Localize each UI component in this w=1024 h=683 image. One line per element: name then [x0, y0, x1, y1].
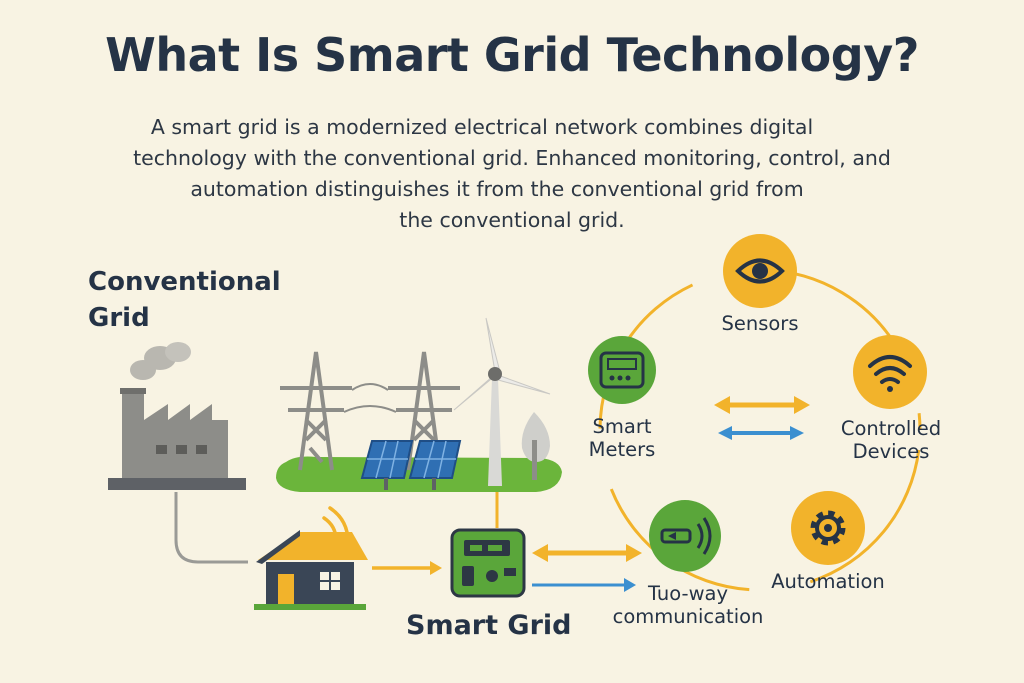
solar-panel-icon [360, 440, 462, 490]
wind-turbine-icon [453, 317, 551, 486]
meter-communication-arrows [532, 544, 642, 592]
factory-connector-line [174, 492, 248, 564]
center-exchange-arrows [714, 396, 810, 440]
signal-icon [660, 517, 712, 555]
intro-line-3: automation distinguishes it from the con… [190, 177, 804, 201]
two-way-label: Tuo-way communication [612, 582, 764, 628]
intro-paragraph: A smart grid is a modernized electrical … [60, 112, 964, 236]
controlled-devices-node [853, 335, 927, 409]
automation-label: Automation [771, 570, 885, 593]
eye-icon [735, 258, 785, 284]
factory-icon [108, 342, 246, 490]
intro-line-4: the conventional grid. [399, 208, 625, 232]
house-icon [254, 506, 368, 610]
sensors-label: Sensors [721, 312, 799, 335]
intro-line-2: technology with the conventional grid. E… [133, 146, 891, 170]
sensors-node [723, 234, 797, 308]
wifi-icon [868, 355, 912, 392]
meter-icon [599, 351, 645, 389]
controlled-devices-label: Controlled Devices [840, 417, 942, 463]
intro-line-1: A smart grid is a modernized electrical … [150, 115, 814, 139]
house-to-meter-arrow [372, 561, 442, 575]
smart-meters-label: Smart Meters [588, 415, 656, 461]
smart-meter-device-icon [450, 528, 526, 598]
gear-icon [810, 510, 846, 546]
tree-icon [521, 412, 550, 480]
conventional-grid-label: Conventional Grid [88, 267, 281, 333]
two-way-node [649, 500, 721, 572]
smart-meters-node [588, 336, 656, 404]
page-title: What Is Smart Grid Technology? [105, 28, 919, 82]
smart-grid-label: Smart Grid [406, 610, 572, 641]
automation-node [791, 491, 865, 565]
